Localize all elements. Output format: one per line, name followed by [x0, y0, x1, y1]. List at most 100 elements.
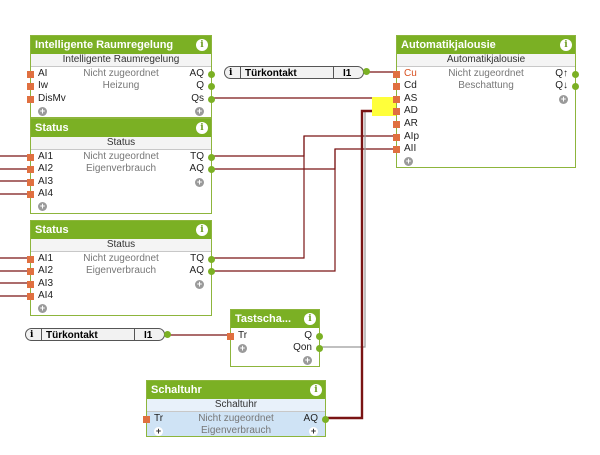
tast-header[interactable]: Tastscha...i [231, 310, 319, 328]
wire-schaltuhr-to-ad [326, 109, 393, 420]
info-icon[interactable]: i [196, 224, 208, 236]
wire-status1-aq [212, 148, 393, 170]
input-pin[interactable] [27, 166, 34, 173]
input-pin[interactable] [143, 416, 150, 423]
plus-icon[interactable]: + [404, 156, 413, 166]
plus-icon[interactable]: + [154, 426, 163, 436]
schaltuhr-title: Schaltuhr [151, 384, 202, 396]
input-pin[interactable] [393, 83, 400, 90]
info-icon[interactable]: i [304, 313, 316, 325]
tuerkontakt-constant-1[interactable]: i Türkontakt I1 [224, 66, 364, 79]
input-pin[interactable] [27, 179, 34, 186]
tast-row-qon: Qon [293, 342, 312, 353]
input-pin[interactable] [27, 268, 34, 275]
output-pin[interactable] [208, 268, 215, 275]
status1-header[interactable]: Status i [31, 119, 211, 137]
output-pin[interactable] [208, 71, 215, 78]
input-pin[interactable] [393, 108, 400, 115]
status1-row-ai4: AI4 [38, 188, 54, 199]
plus-icon[interactable]: + [303, 355, 312, 365]
plus-icon[interactable]: + [38, 303, 47, 313]
output-pin[interactable] [164, 331, 171, 338]
output-pin[interactable] [572, 71, 579, 78]
input-pin[interactable] [27, 191, 34, 198]
output-pin[interactable] [363, 68, 370, 75]
input-pin[interactable] [27, 154, 34, 161]
schaltuhr-subtitle: Schaltuhr [147, 399, 325, 412]
plus-icon[interactable]: + [309, 426, 318, 436]
plus-icon[interactable]: + [38, 201, 47, 211]
input-pin[interactable] [27, 71, 34, 78]
plus-icon[interactable]: + [38, 106, 47, 116]
info-icon[interactable]: i [229, 68, 233, 78]
wire-status1-tq [212, 135, 393, 157]
tuerkontakt-name: Türkontakt [46, 330, 98, 341]
tuerkontakt-value: I1 [144, 330, 153, 341]
info-icon[interactable]: i [30, 330, 34, 340]
separator [333, 67, 334, 78]
schaltuhr-row-2: Eigenverbrauch [200, 425, 272, 436]
input-pin[interactable] [393, 134, 400, 141]
wire-status2-tq [212, 136, 305, 259]
separator [41, 329, 42, 340]
input-pin[interactable] [393, 146, 400, 153]
jalousie-subtitle: Automatikjalousie [397, 54, 575, 67]
input-pin[interactable] [27, 96, 34, 103]
output-pin[interactable] [572, 83, 579, 90]
output-pin[interactable] [208, 256, 215, 263]
plus-icon[interactable]: + [195, 106, 204, 116]
info-icon[interactable]: i [310, 384, 322, 396]
output-pin[interactable] [208, 166, 215, 173]
input-pin[interactable] [393, 96, 400, 103]
output-pin[interactable] [208, 83, 215, 90]
input-pin[interactable] [227, 333, 234, 340]
output-pin[interactable] [316, 333, 323, 340]
input-pin[interactable] [27, 83, 34, 90]
input-pin[interactable] [393, 71, 400, 78]
output-pin[interactable] [208, 96, 215, 103]
input-pin[interactable] [27, 293, 34, 300]
plus-icon[interactable]: + [195, 177, 204, 187]
separator [240, 67, 241, 78]
input-pin[interactable] [27, 256, 34, 263]
status2-header[interactable]: Status i [31, 221, 211, 239]
jalousie-row-as: AS [404, 93, 418, 104]
output-pin[interactable] [208, 154, 215, 161]
input-pin[interactable] [393, 121, 400, 128]
status2-title: Status [35, 224, 69, 236]
info-icon[interactable]: i [196, 39, 208, 51]
info-icon[interactable]: i [560, 39, 572, 51]
output-pin[interactable] [316, 345, 323, 352]
status2-subtitle: Status [31, 239, 211, 252]
schaltuhr-header[interactable]: Schaltuhr i [147, 381, 325, 399]
status1-title: Status [35, 122, 69, 134]
raumregelung-subtitle: Intelligente Raumregelung [31, 54, 211, 67]
incoming-wires-status2 [0, 257, 28, 297]
plus-icon[interactable]: + [195, 279, 204, 289]
plus-icon[interactable]: + [238, 343, 247, 353]
status2-row-ai3: AI3 [38, 278, 54, 289]
info-icon[interactable]: i [196, 122, 208, 134]
plus-icon[interactable]: + [559, 94, 568, 104]
input-pin[interactable] [27, 281, 34, 288]
jalousie-row-ad: AD [404, 105, 418, 116]
tuerkontakt-constant-2[interactable]: i Türkontakt I1 [25, 328, 165, 341]
wire-qon-to-ad [320, 110, 393, 348]
output-pin[interactable] [322, 416, 329, 423]
